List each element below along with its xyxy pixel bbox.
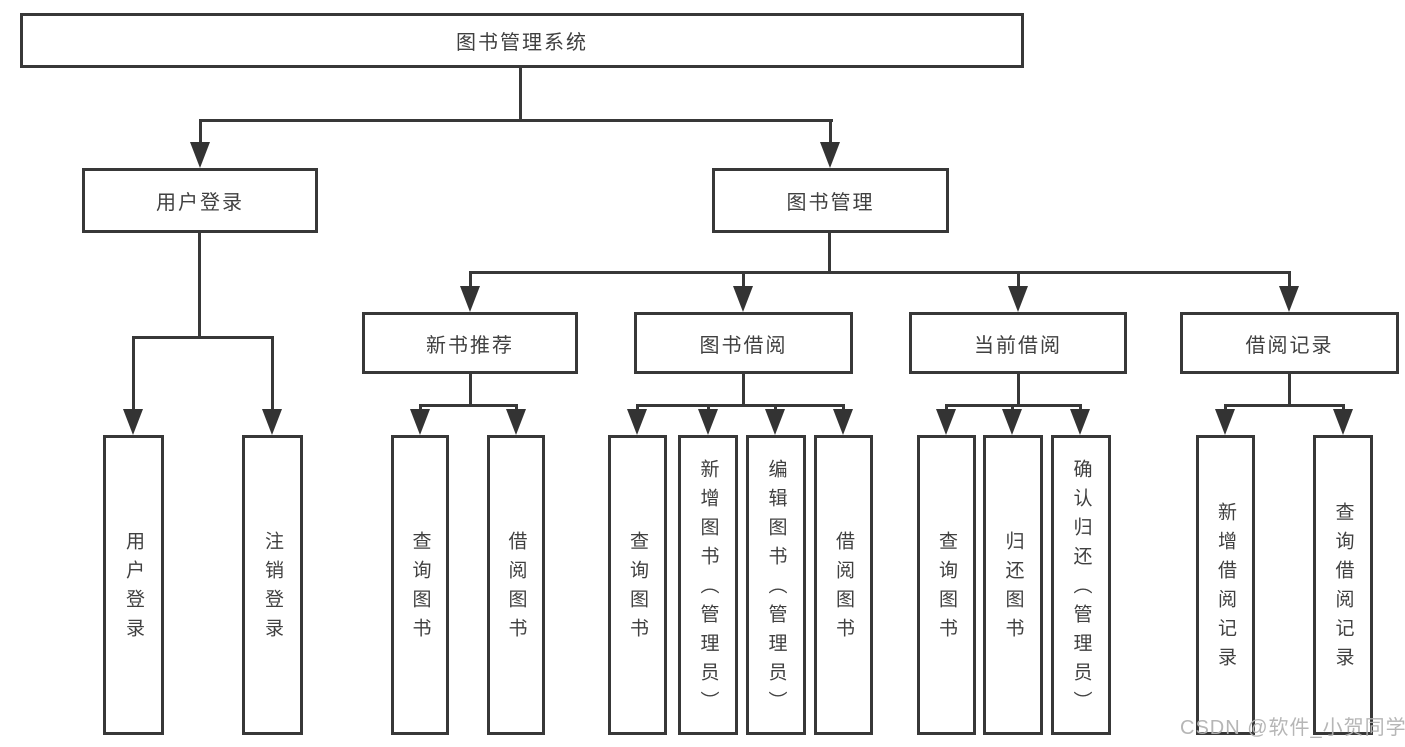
- connector-leaf-stem: [945, 404, 948, 412]
- connector-leaf-stem: [1224, 404, 1227, 412]
- arrowhead-leaf: [627, 409, 647, 435]
- leaf-add-books-admin: 新增图书（管理员）: [678, 435, 738, 735]
- connector-user-login-hline: [132, 336, 274, 339]
- leaf-edit-books-admin: 编辑图书（管理员）: [746, 435, 806, 735]
- node-current-borrowing: 当前借阅: [909, 312, 1127, 374]
- node-user-login: 用户登录: [82, 168, 318, 233]
- connector-leaf-stem: [271, 336, 274, 410]
- arrowhead-leaf: [1070, 409, 1090, 435]
- leaf-query-books-borrow: 查询图书: [608, 435, 667, 735]
- connector-new-books-stem: [469, 271, 472, 288]
- arrowhead-new-books: [460, 286, 480, 312]
- connector-leaf-stem: [707, 404, 710, 412]
- arrowhead-leaf: [1333, 409, 1353, 435]
- connector-new-books-down: [469, 374, 472, 404]
- leaf-borrow-books: 借阅图书: [814, 435, 873, 735]
- connector-leaf-stem: [1011, 404, 1014, 412]
- arrowhead-book-borrow: [733, 286, 753, 312]
- node-new-book-recommend: 新书推荐: [362, 312, 578, 374]
- connector-new-books-hline: [419, 404, 518, 407]
- connector-borrow-records-down: [1288, 374, 1291, 404]
- arrowhead-leaf: [833, 409, 853, 435]
- connector-leaf-stem: [1342, 404, 1345, 412]
- arrowhead-leaf: [506, 409, 526, 435]
- connector-borrow-records-stem: [1288, 271, 1291, 288]
- node-library-management-system: 图书管理系统: [20, 13, 1024, 68]
- connector-leaf-stem: [515, 404, 518, 412]
- leaf-query-books-new: 查询图书: [391, 435, 449, 735]
- arrowhead-leaf: [765, 409, 785, 435]
- arrowhead-book-mgmt: [820, 142, 840, 168]
- connector-borrow-records-hline: [1224, 404, 1344, 407]
- connector-root-stem: [519, 68, 522, 119]
- arrowhead-user-login: [190, 142, 210, 168]
- arrowhead-leaf: [936, 409, 956, 435]
- arrowhead-leaf: [698, 409, 718, 435]
- connector-leaf-stem: [132, 336, 135, 410]
- connector-level1-hline: [199, 119, 833, 122]
- arrowhead-current-borrow: [1008, 286, 1028, 312]
- connector-leaf-stem: [842, 404, 845, 412]
- arrowhead-borrow-records: [1279, 286, 1299, 312]
- node-book-management: 图书管理: [712, 168, 949, 233]
- connector-book-mgmt-stem: [829, 119, 832, 145]
- connector-level2-hline: [469, 271, 1291, 274]
- leaf-user-login: 用户登录: [103, 435, 164, 735]
- leaf-borrow-books-new: 借阅图书: [487, 435, 545, 735]
- connector-book-borrow-hline: [636, 404, 845, 407]
- node-book-borrowing: 图书借阅: [634, 312, 853, 374]
- leaf-logout: 注销登录: [242, 435, 303, 735]
- connector-user-login-down: [198, 233, 201, 336]
- arrowhead-leaf: [1002, 409, 1022, 435]
- arrowhead-leaf: [123, 409, 143, 435]
- connector-leaf-stem: [636, 404, 639, 412]
- leaf-return-books: 归还图书: [983, 435, 1043, 735]
- connector-book-mgmt-down: [828, 233, 831, 271]
- connector-current-borrow-stem: [1017, 271, 1020, 288]
- arrowhead-leaf: [262, 409, 282, 435]
- leaf-query-books-current: 查询图书: [917, 435, 976, 735]
- csdn-watermark: CSDN @软件_小贺同学: [1180, 717, 1405, 739]
- connector-user-login-stem: [199, 119, 202, 145]
- leaf-query-borrow-record: 查询借阅记录: [1313, 435, 1373, 735]
- connector-book-borrow-down: [742, 374, 745, 404]
- arrowhead-leaf: [1215, 409, 1235, 435]
- connector-book-borrow-stem: [742, 271, 745, 288]
- connector-current-borrow-down: [1017, 374, 1020, 404]
- leaf-confirm-return-admin: 确认归还（管理员）: [1051, 435, 1111, 735]
- node-borrow-records: 借阅记录: [1180, 312, 1399, 374]
- connector-leaf-stem: [1079, 404, 1082, 412]
- connector-leaf-stem: [774, 404, 777, 412]
- arrowhead-leaf: [410, 409, 430, 435]
- leaf-add-borrow-record: 新增借阅记录: [1196, 435, 1255, 735]
- connector-leaf-stem: [419, 404, 422, 412]
